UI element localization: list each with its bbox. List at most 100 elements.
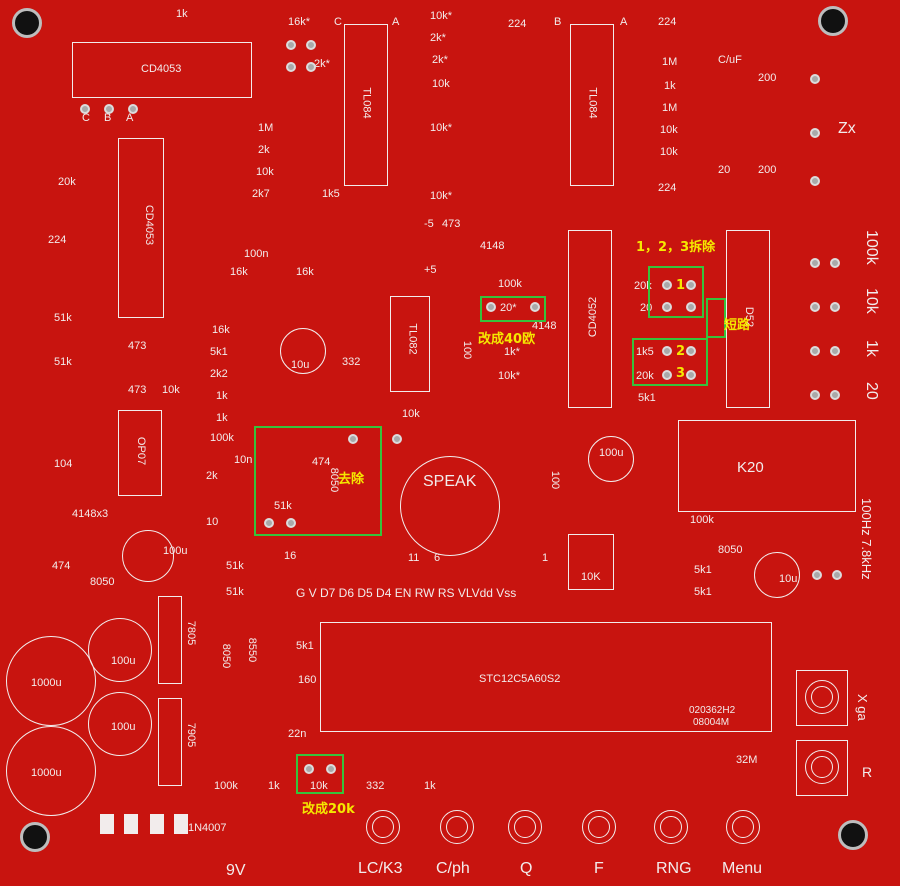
label-5k1: 5k1 xyxy=(210,346,228,358)
cap-10u-b: 10u xyxy=(754,552,800,598)
label-10k-b: 10k* xyxy=(430,10,453,22)
label-1k-e: 1k xyxy=(268,780,280,792)
label-1k-b: 1k xyxy=(664,80,676,92)
label-474: 474 xyxy=(52,560,71,572)
label-lcd-1: 1 xyxy=(542,552,549,564)
label-224-a: 224 xyxy=(508,18,527,30)
label-2k-b: 2k* xyxy=(430,32,446,44)
via xyxy=(286,518,296,528)
label-lcd-6: 6 xyxy=(434,552,441,564)
via xyxy=(530,302,540,312)
note-n1: 1 xyxy=(676,278,686,293)
button-label-menu: Menu xyxy=(722,860,763,877)
via xyxy=(810,74,820,84)
via xyxy=(326,764,336,774)
label-16k-d: 16k xyxy=(212,324,230,336)
cap-label: 100u xyxy=(163,545,188,557)
via xyxy=(306,62,316,72)
pot-x xyxy=(796,670,848,726)
via xyxy=(306,40,316,50)
via xyxy=(686,280,696,290)
via xyxy=(392,434,402,444)
highlight-box-20 xyxy=(480,296,546,322)
label-1k5: 1k5 xyxy=(322,188,340,200)
button-lc-k3 xyxy=(366,810,400,844)
highlight-box-short xyxy=(706,298,726,338)
label-minus5: -5 xyxy=(424,218,434,230)
label-10k-a: 10k xyxy=(256,166,274,178)
label-10k-d: 10k* xyxy=(430,122,453,134)
label-224-d: 224 xyxy=(48,234,67,246)
label-abc-a: A xyxy=(126,112,134,124)
label-160: 160 xyxy=(298,674,317,686)
trimmer-10k: 10K xyxy=(568,534,614,590)
label-r: R xyxy=(862,764,873,780)
label-100k: 100k xyxy=(210,432,234,444)
chip-label: TL084 xyxy=(360,87,373,119)
label-1k5-b: 1k5 xyxy=(636,346,654,358)
label-200-b: 200 xyxy=(758,164,777,176)
note-n2: 2 xyxy=(676,344,686,359)
label-224-c: 224 xyxy=(658,182,677,194)
via xyxy=(662,302,672,312)
note-n3: 3 xyxy=(676,366,686,381)
label-10k-j: 10k xyxy=(402,408,420,420)
via xyxy=(286,40,296,50)
via xyxy=(286,62,296,72)
label-lcd-11: 11 xyxy=(408,552,420,564)
label-5k1-b: 5k1 xyxy=(296,640,314,652)
mcu-code-2: 08004M xyxy=(693,717,730,728)
cap-100u-c: 100u xyxy=(88,692,152,756)
label-range-10k: 10k xyxy=(863,288,880,314)
label-51k-d: 51k xyxy=(226,560,244,572)
cap-10u: 10u xyxy=(280,328,326,374)
via xyxy=(662,370,672,380)
via xyxy=(264,518,274,528)
mounting-hole-br xyxy=(838,820,868,850)
label-abc-b: B xyxy=(104,112,112,124)
label-2k-d: 2k* xyxy=(432,54,448,66)
label-lcd-pins: G V D7 D6 D5 D4 EN RW RS VLVdd Vss xyxy=(296,586,517,600)
button-label-f: F xyxy=(594,860,604,877)
chip-op07: OP07 xyxy=(118,410,162,496)
cap-1000u-a: 1000u xyxy=(6,636,96,726)
label-332-b: 332 xyxy=(366,780,385,792)
trimmer-label: 10K xyxy=(581,571,601,583)
cap-label: 10u xyxy=(291,359,310,371)
chip-cd4052-b: D52 xyxy=(726,230,770,408)
label-51k-b: 51k xyxy=(54,356,72,368)
label-10k-f: 10k xyxy=(660,124,678,136)
via xyxy=(304,764,314,774)
label-range-1k: 1k xyxy=(863,340,880,357)
label-332: 332 xyxy=(342,356,361,368)
via xyxy=(810,128,820,138)
label-100-b: 100 xyxy=(549,470,562,490)
diode-pad xyxy=(100,814,114,834)
pot-r xyxy=(796,740,848,796)
label-4148x3: 4148x3 xyxy=(72,508,109,520)
label-473-b: 473 xyxy=(128,384,147,396)
highlight-box-10k xyxy=(296,754,344,794)
note-change-20k: 改成20k xyxy=(302,802,355,817)
via xyxy=(810,176,820,186)
button-f xyxy=(582,810,616,844)
label-100k-c: 100k xyxy=(690,514,714,526)
chip-label: OP07 xyxy=(135,436,148,466)
label-1m-c: 1M xyxy=(662,102,678,114)
label-8050: 8050 xyxy=(90,576,115,588)
label-5k1-c: 5k1 xyxy=(694,564,712,576)
label-5k1-e: 5k1 xyxy=(638,392,656,404)
label-9v: 9V xyxy=(226,862,246,879)
chip-label: TL082 xyxy=(406,323,419,355)
label-1k-top: 1k xyxy=(176,8,188,20)
label-20: 20 xyxy=(718,164,731,176)
label-10k-h: 10k xyxy=(310,780,328,792)
via xyxy=(686,346,696,356)
pot-x-knob xyxy=(805,680,839,714)
label-8550: 8550 xyxy=(246,637,259,663)
label-lcd-16: 16 xyxy=(284,550,297,562)
via xyxy=(810,258,820,268)
via xyxy=(812,570,822,580)
label-200-a: 200 xyxy=(758,72,777,84)
via xyxy=(830,258,840,268)
